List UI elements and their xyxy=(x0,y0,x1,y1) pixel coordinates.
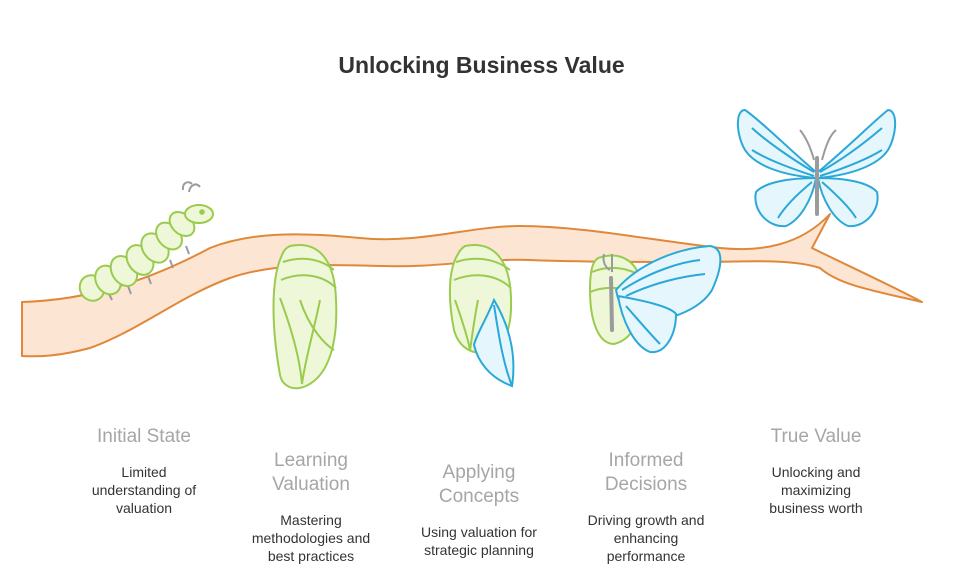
stage-description: Driving growth and enhancing performance xyxy=(587,512,705,564)
caterpillar-icon xyxy=(78,181,214,302)
stage-name: Applying Concepts xyxy=(438,462,520,507)
stage-description: Unlocking and maximizing business worth xyxy=(769,464,863,516)
page-title: Unlocking Business Value xyxy=(338,52,625,78)
stage-name: Informed Decisions xyxy=(604,450,688,495)
stage-learning-valuation: Learning Valuation Mastering methodologi… xyxy=(231,449,391,565)
stage-description: Mastering methodologies and best practic… xyxy=(251,512,371,564)
stage-description: Using valuation for strategic planning xyxy=(421,524,537,558)
emerging-chrysalis-icon xyxy=(448,244,515,388)
stage-true-value: True Value Unlocking and maximizing busi… xyxy=(736,425,896,517)
stage-initial-state: Initial State Limited understanding of v… xyxy=(64,425,224,517)
stage-name: True Value xyxy=(770,426,862,447)
butterfly-emerging-icon xyxy=(588,244,722,354)
stage-name: Initial State xyxy=(97,426,191,447)
stage-applying-concepts: Applying Concepts Using valuation for st… xyxy=(399,461,559,559)
butterfly-icon xyxy=(736,108,897,228)
chrysalis-icon xyxy=(272,244,338,390)
stage-name: Learning Valuation xyxy=(272,450,350,495)
stage-informed-decisions: Informed Decisions Driving growth and en… xyxy=(566,449,726,565)
stage-description: Limited understanding of valuation xyxy=(91,464,197,516)
